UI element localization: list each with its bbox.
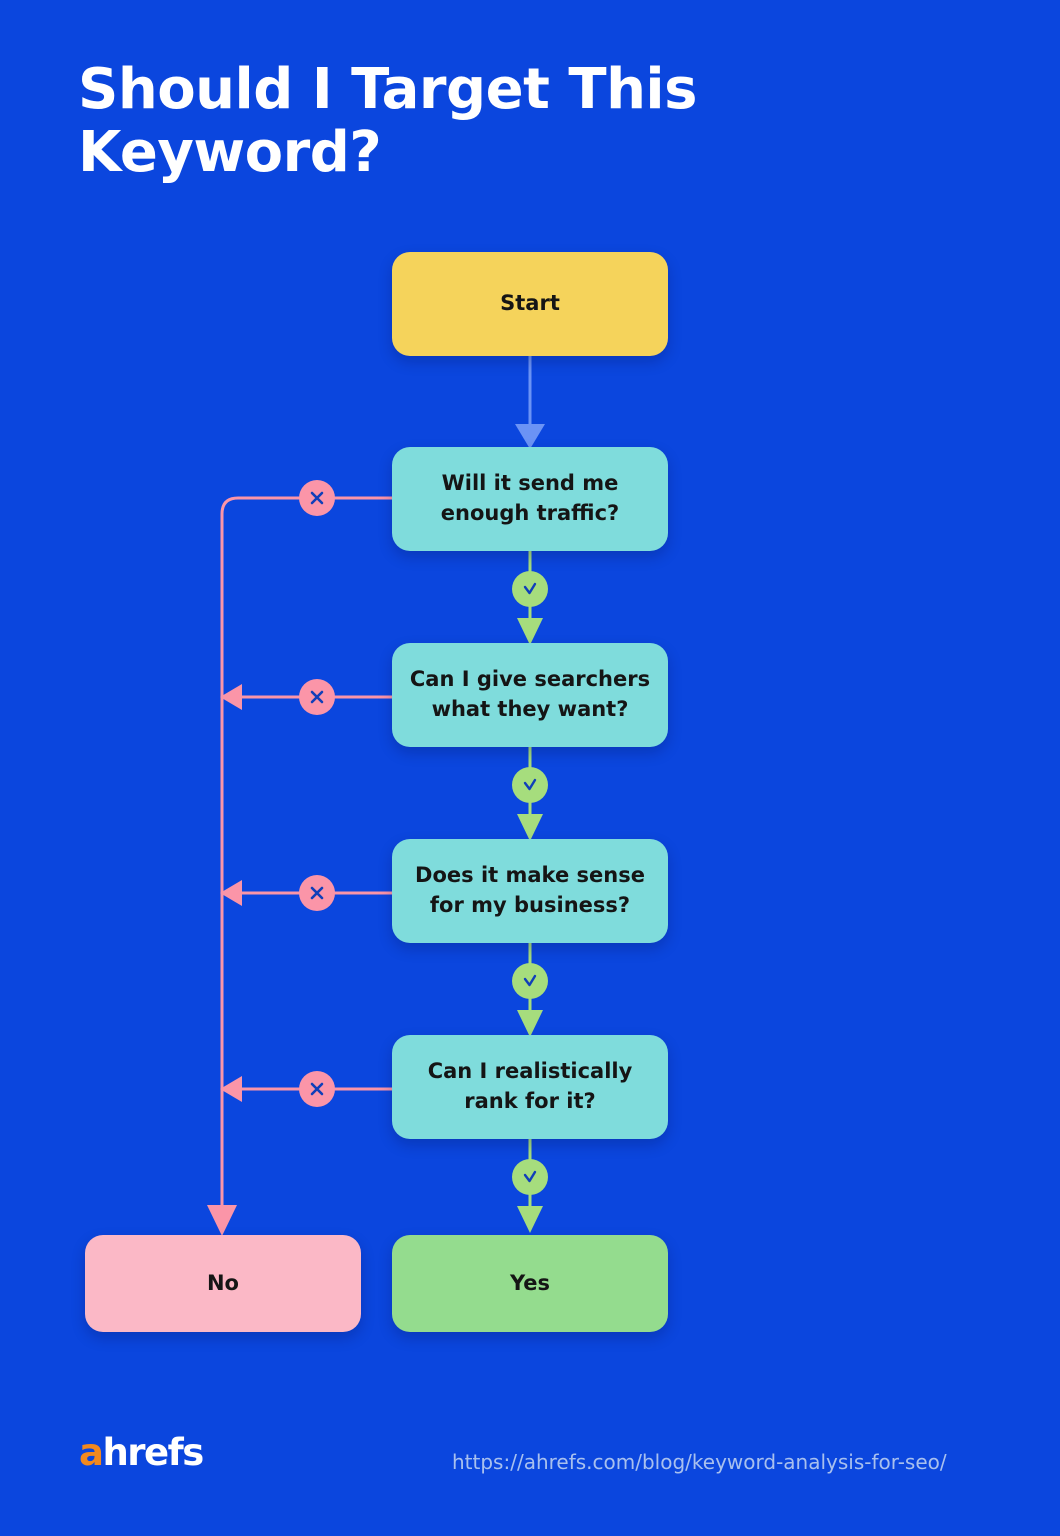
check-icon	[512, 963, 548, 999]
cross-icon	[299, 875, 335, 911]
edge-rail-to-no	[207, 1205, 237, 1236]
page-title: Should I Target This Keyword?	[78, 57, 697, 186]
node-question-rankability[interactable]: Can I realistically rank for it?	[392, 1035, 668, 1139]
node-outcome-yes[interactable]: Yes	[392, 1235, 668, 1332]
check-icon	[512, 767, 548, 803]
edge-q1-to-no	[220, 496, 392, 1205]
check-icon	[512, 1159, 548, 1195]
logo-wordmark: hrefs	[102, 1431, 204, 1474]
source-url[interactable]: https://ahrefs.com/blog/keyword-analysis…	[452, 1450, 947, 1474]
node-start[interactable]: Start	[392, 252, 668, 356]
node-question-traffic[interactable]: Will it send me enough traffic?	[392, 447, 668, 551]
node-question-business-fit[interactable]: Does it make sense for my business?	[392, 839, 668, 943]
cross-icon	[299, 480, 335, 516]
edge-start-to-q1	[515, 356, 545, 449]
logo-letter-a: a	[79, 1431, 104, 1474]
node-question-searcher-intent[interactable]: Can I give searchers what they want?	[392, 643, 668, 747]
ahrefs-logo[interactable]: ahrefs	[79, 1431, 204, 1474]
cross-icon	[299, 679, 335, 715]
node-outcome-no[interactable]: No	[85, 1235, 361, 1332]
cross-icon	[299, 1071, 335, 1107]
check-icon	[512, 571, 548, 607]
